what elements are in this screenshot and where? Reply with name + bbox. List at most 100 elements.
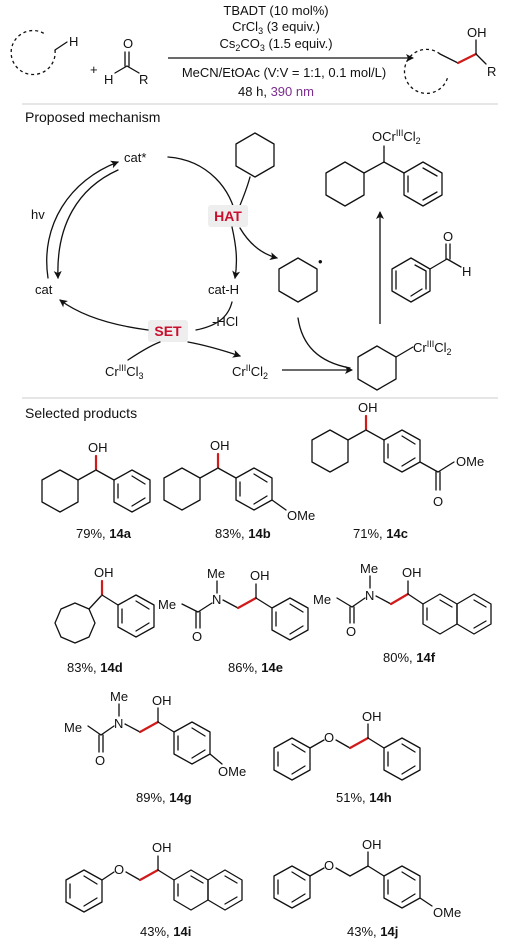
svg-text:OH: OH [94, 565, 114, 580]
svg-text:N: N [114, 716, 123, 731]
aldehyde-h-label: H [104, 72, 113, 87]
svg-text:OMe: OMe [456, 454, 484, 469]
svg-text:OH: OH [210, 438, 230, 453]
hv-label: hv [31, 207, 45, 222]
product-alcohol: OH R [403, 25, 496, 95]
cat-h-label: cat-H [208, 282, 239, 297]
svg-text:O: O [114, 862, 124, 877]
product-14i-label: 43%, 14i [140, 924, 191, 939]
set-to-cat-arrow [59, 299, 149, 331]
svg-text:Me: Me [207, 566, 225, 581]
plus-sign: + [90, 62, 98, 77]
hat-to-radical-arrow [239, 227, 278, 261]
criii-to-set [127, 341, 161, 361]
hat-label: HAT [214, 208, 242, 224]
product-14a: OH [41, 440, 151, 513]
svg-text:OH: OH [358, 400, 378, 415]
svg-text:O: O [346, 624, 356, 639]
time-wavelength-text: 48 h, 390 nm [238, 84, 314, 99]
svg-text:Me: Me [360, 561, 378, 576]
hat-to-cat-h-arrow [231, 226, 241, 279]
svg-text:OH: OH [362, 837, 382, 852]
product-oh-label: OH [467, 25, 487, 40]
c-cr-bond [395, 346, 414, 358]
svg-text:Me: Me [313, 592, 331, 607]
product-14i: O OH [65, 840, 243, 913]
cat-label: cat [35, 282, 53, 297]
set-label: SET [154, 323, 182, 339]
hat-badge [208, 205, 248, 227]
svg-text:Me: Me [110, 689, 128, 704]
svg-text:N: N [212, 592, 221, 607]
chromium-alkoxide: OCrIIICl2 [325, 128, 443, 207]
svg-text:N: N [365, 588, 374, 603]
product-14j-label: 43%, 14j [347, 924, 398, 939]
aldehyde-o-label: O [123, 36, 133, 51]
product-14g-label: 89%, 14g [136, 790, 192, 805]
product-14g: Me O N Me OH OMe [64, 689, 246, 779]
svg-text:OH: OH [362, 709, 382, 724]
benzaldehyde-h-label: H [462, 264, 471, 279]
catalyst-text: TBADT (10 mol%) [223, 3, 328, 18]
cyclohexyl-radical [278, 257, 318, 303]
svg-text:OH: OH [152, 693, 172, 708]
relaxation-arrow [53, 169, 119, 279]
substrate-alkane: H [10, 29, 78, 76]
product-14f: Me O N Me OH [313, 561, 492, 639]
benzaldehyde: O H [391, 229, 471, 303]
set-to-crii-arrow [187, 341, 241, 358]
product-14j: O OH OMe [273, 837, 461, 920]
svg-text:OH: OH [402, 565, 422, 580]
product-14d: OH [54, 565, 155, 644]
product-14e: Me O N Me OH [158, 566, 309, 644]
svg-text:OMe: OMe [287, 508, 315, 523]
svg-text:OH: OH [88, 440, 108, 455]
product-14a-label: 79%, 14a [76, 526, 132, 541]
svg-text:O: O [192, 629, 202, 644]
excitation-arrow [46, 160, 119, 279]
cyclohexyl-cr-complex [357, 345, 397, 391]
base-text: Cs2CO3 (1.5 equiv.) [219, 36, 332, 53]
svg-text:Me: Me [158, 597, 176, 612]
alkyl-cr-label: CrIIICl2 [413, 339, 452, 357]
cyclohexane-substrate [235, 132, 275, 178]
substrate-h-label: H [69, 34, 78, 49]
svg-text:O: O [324, 730, 334, 745]
svg-text:O: O [433, 494, 443, 509]
chromium-reagent-text: CrCl3 (3 equiv.) [232, 19, 320, 36]
solvent-text: MeCN/EtOAc (V:V = 1:1, 0.1 mol/L) [182, 65, 386, 80]
radical-combine-curve [297, 317, 351, 369]
products-title: Selected products [25, 405, 137, 421]
product-14h-label: 51%, 14h [336, 790, 392, 805]
aldehyde-r-label: R [139, 72, 148, 87]
set-badge [148, 320, 188, 342]
mechanism-title: Proposed mechanism [25, 109, 160, 125]
alkoxide-label: OCrIIICl2 [372, 128, 421, 146]
product-14h: O OH [273, 709, 421, 781]
radical-dot: • [318, 254, 323, 269]
svg-text:OH: OH [250, 568, 270, 583]
criii-cl3-label: CrIIICl3 [105, 363, 144, 381]
crii-cl2-label: CrIICl2 [232, 363, 268, 381]
benzaldehyde-o-label: O [443, 229, 453, 244]
svg-text:OMe: OMe [218, 764, 246, 779]
product-14e-label: 86%, 14e [228, 660, 283, 675]
products-section: Selected products OH 79%, 14a OH [25, 400, 492, 939]
product-14f-label: 80%, 14f [383, 650, 436, 665]
product-14c-label: 71%, 14c [353, 526, 408, 541]
product-14d-label: 83%, 14d [67, 660, 123, 675]
product-14b-label: 83%, 14b [215, 526, 271, 541]
product-r-label: R [487, 64, 496, 79]
svg-text:O: O [95, 753, 105, 768]
cat-h-to-set [195, 301, 233, 331]
svg-text:O: O [324, 858, 334, 873]
mechanism-section: Proposed mechanism cat* cat cat-H hv HAT… [25, 109, 471, 391]
svg-text:Me: Me [64, 720, 82, 735]
svg-text:OMe: OMe [433, 905, 461, 920]
cat-star-label: cat* [124, 150, 146, 165]
svg-text:OH: OH [152, 840, 172, 855]
product-14c: OH OMe O [311, 400, 484, 509]
product-14b: OH OMe [163, 438, 315, 523]
aldehyde: O H R [104, 36, 148, 87]
